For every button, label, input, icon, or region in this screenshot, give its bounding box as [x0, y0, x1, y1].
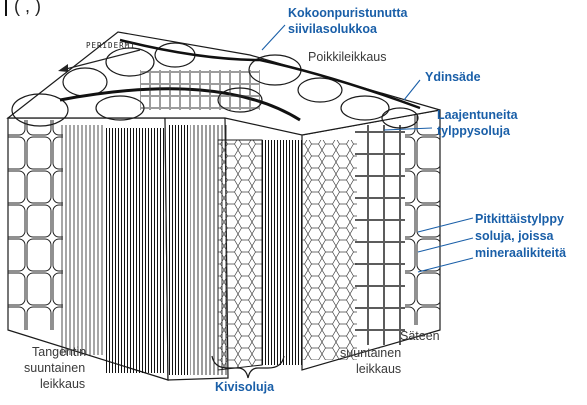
poikki-label: Poikkileikkaus — [308, 50, 387, 65]
top-cut-text: ( , ) — [14, 0, 41, 17]
kivi-label: Kivisoluja — [215, 380, 274, 395]
pitk-label-3: mineraalikiteitä — [475, 246, 566, 261]
pitk-label-2: soluja, joissa — [475, 229, 554, 244]
tang-label-1: Tangentin — [32, 345, 86, 360]
sat-label-2: suuntainen — [340, 346, 401, 361]
sat-label-1: Säteen — [400, 329, 440, 344]
kokoon-label-1: Kokoonpuristunutta — [288, 6, 407, 21]
tang-label-2: suuntainen — [24, 361, 85, 376]
pitk-label-1: Pitkittäistylppy — [475, 212, 564, 227]
tang-label-3: leikkaus — [40, 377, 85, 392]
kokoon-label-2: siivilasolukkoa — [288, 22, 377, 37]
leader-kokoon — [262, 25, 285, 50]
leader-ydinsade — [404, 80, 420, 100]
sat-label-3: leikkaus — [356, 362, 401, 377]
laaj-label-2: tylppysoluja — [437, 124, 510, 139]
laaj-label-1: Laajentuneita — [437, 108, 518, 123]
ydinsade-label: Ydinsäde — [425, 70, 481, 85]
peridermi-label: PERIDERMI — [86, 38, 136, 53]
